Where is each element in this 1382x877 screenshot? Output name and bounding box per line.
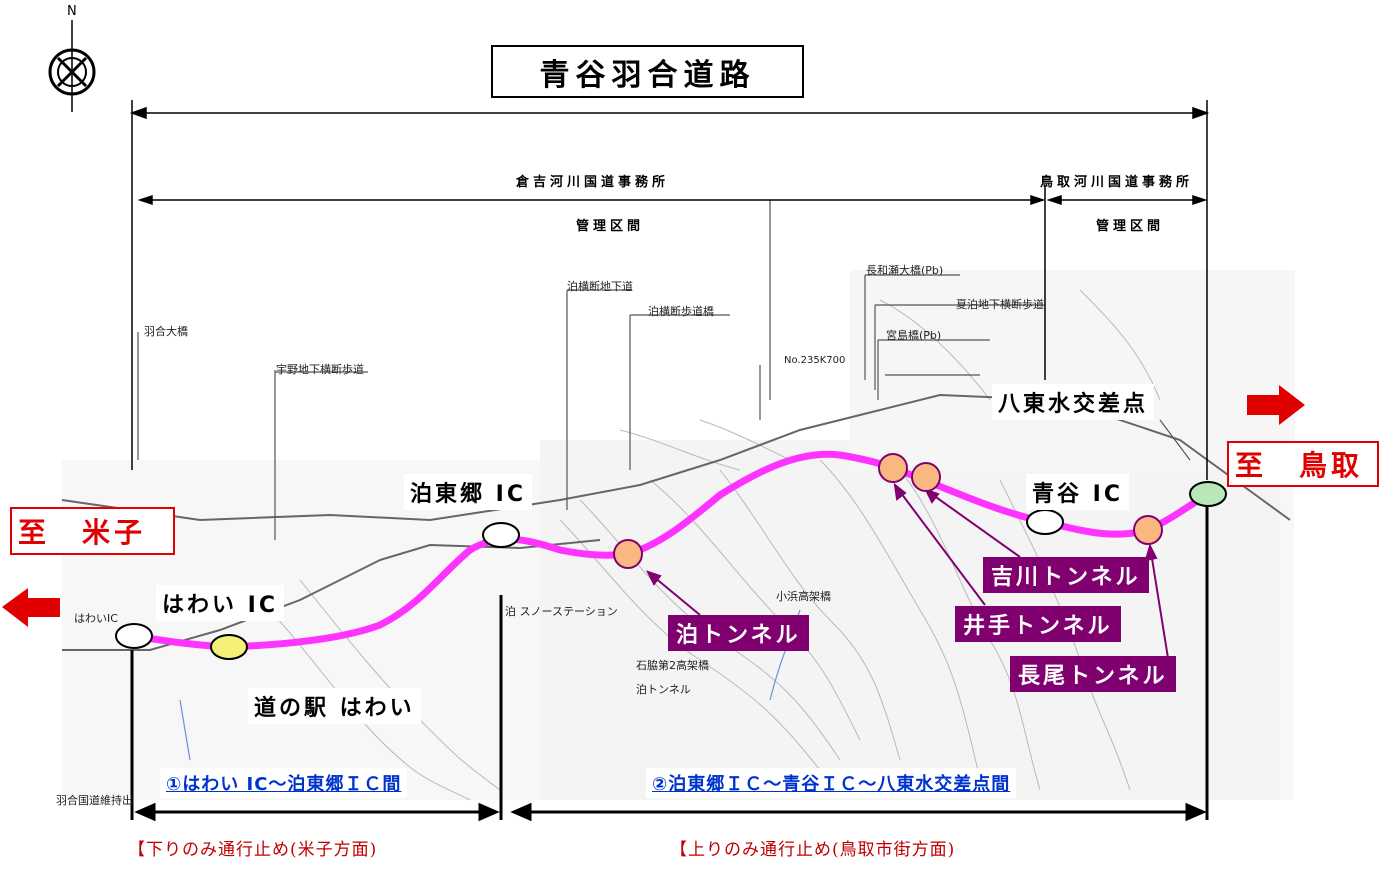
tunnel-label-ide: 井手トンネル [955,606,1121,642]
arrow-left-icon [2,588,60,627]
section-link-1[interactable]: ①はわい IC～泊東郷ＩＣ間 [160,768,408,798]
tunnel-leaders [646,482,1169,659]
yoshikawa-tunnel-marker[interactable] [911,462,941,492]
tunnel-label-tomari: 泊トンネル [668,615,809,651]
map-label-ishiwaki: 石脇第2高架橋 [636,659,709,672]
section-link-2[interactable]: ②泊東郷ＩＣ～青谷ＩＣ～八東水交差点間 [646,768,1017,798]
aoya-ic-marker[interactable] [1026,509,1064,535]
tomari-tunnel-marker[interactable] [613,539,643,569]
page-title: 青谷羽合道路 [491,45,804,98]
map-label-natsudomari: 夏泊地下横断歩道 [956,298,1044,311]
arrow-right-icon [1247,385,1305,425]
map-label-hawai-bridge: 羽合大橋 [144,325,188,338]
map-label-hawai-ic: はわいIC [74,612,118,625]
map-label-uno-underpass: 宇野地下横断歩道 [276,363,364,376]
office-kurayoshi: 倉吉河川国道事務所 [516,175,670,190]
compass-icon [48,20,96,112]
section-boundaries [130,500,1209,820]
ide-tunnel-marker[interactable] [878,453,908,483]
map-label-tomari-footbridge: 泊横断歩道橋 [648,305,714,318]
closure-arrows [134,802,1207,822]
map-label-hawai-office: 羽合国道維持出 [56,794,133,807]
hawai-ic-marker[interactable] [115,623,153,649]
closure-down: 【下りのみ通行止め(米子方面) [128,840,378,860]
destination-tottori: 至 鳥取 [1227,441,1379,487]
map-label-nagase-bridge: 長和瀬大橋(Pb) [866,264,944,277]
label-aoya-ic: 青谷 IC [1026,474,1129,510]
map-label-tomari-underpass: 泊横断地下道 [567,280,633,293]
office-tottori-kanri: 管理区間 [1096,219,1165,234]
closure-up: 【上りのみ通行止め(鳥取市街方面) [670,840,956,860]
tunnel-label-yoshikawa: 吉川トンネル [983,557,1149,593]
map-label-miyajima-bridge: 宮島橋(Pb) [886,329,942,342]
map-label-tomari-tunnel: 泊トンネル [636,683,691,696]
label-hawai-ic: はわい IC [156,585,284,621]
map-label-kohama-bridge: 小浜高架橋 [776,590,831,603]
management-dimensions [129,100,1210,480]
office-kurayoshi-kanri: 管理区間 [576,219,645,234]
destination-yonago: 至 米子 [10,507,175,555]
yatsuka-junction-marker[interactable] [1189,481,1227,507]
tunnel-label-nagao: 長尾トンネル [1010,656,1176,692]
map-label-kp: No.235K700 [784,355,846,366]
office-tottori: 鳥取河川国道事務所 [1040,175,1194,190]
tomari-ic-marker[interactable] [482,522,520,548]
north-label: N [67,4,77,19]
map-label-snow-station: 泊 スノーステーション [505,605,618,618]
michinoeki-marker[interactable] [210,634,248,660]
label-tomari-ic: 泊東郷 IC [404,474,532,510]
leader-lines [137,200,1191,540]
nagao-tunnel-marker[interactable] [1133,515,1163,545]
label-michinoeki: 道の駅 はわい [248,688,421,724]
label-yatsuka: 八東水交差点 [992,384,1155,420]
